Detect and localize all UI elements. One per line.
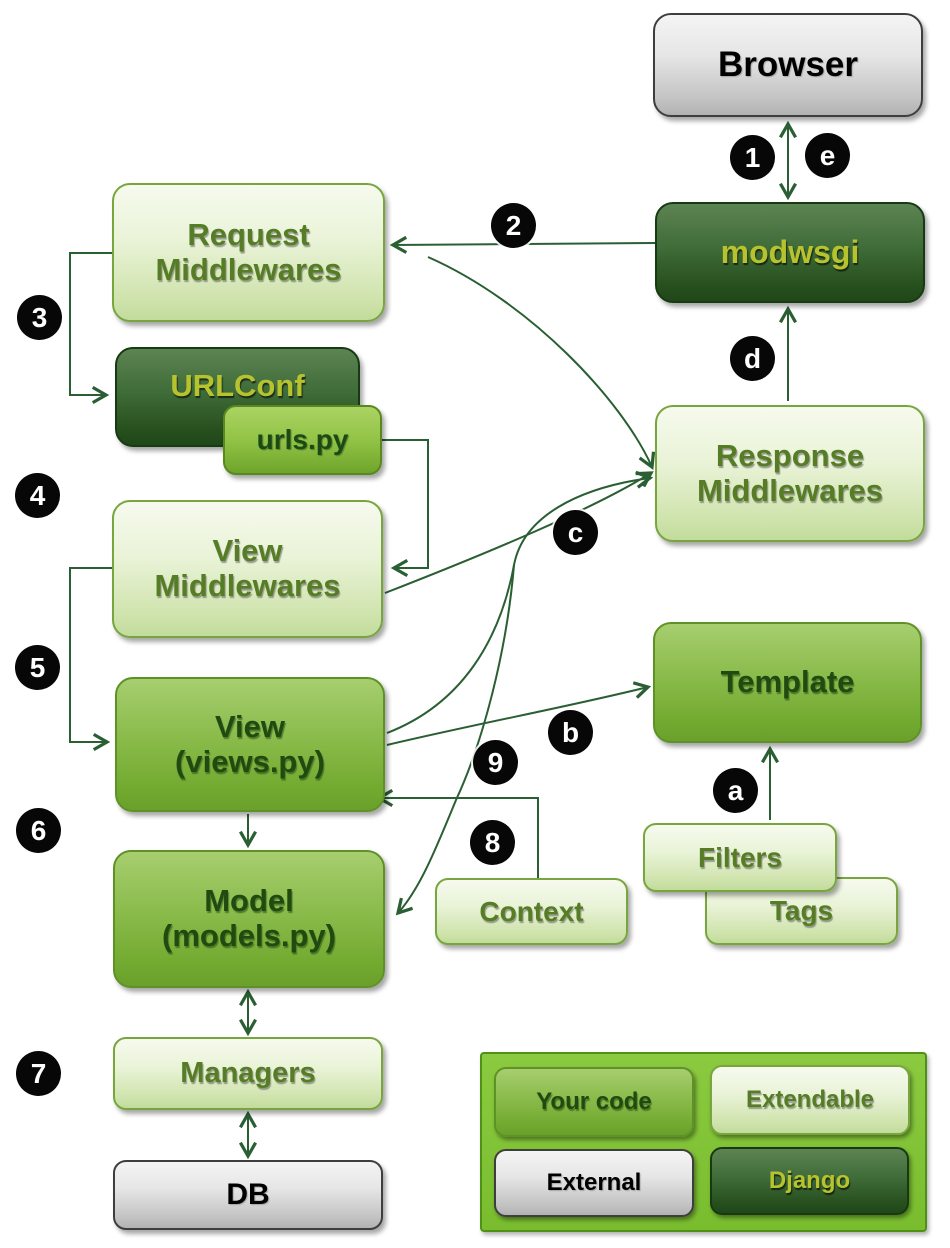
step-badge-2: 2 bbox=[491, 203, 536, 248]
legend-panel: Your code Extendable External Django bbox=[480, 1052, 927, 1232]
node-model: Model (models.py) bbox=[113, 850, 385, 988]
step-badge-1: 1 bbox=[730, 135, 775, 180]
node-urls-py: urls.py bbox=[223, 405, 382, 475]
node-response-middlewares: Response Middlewares bbox=[655, 405, 925, 542]
curve-view-to-template bbox=[386, 681, 652, 746]
arrow-view-middlewares-to-view bbox=[69, 567, 112, 752]
step-badge-a: a bbox=[713, 768, 758, 813]
curve-view-to-response-middlewares bbox=[386, 470, 654, 734]
legend-item-external: External bbox=[494, 1149, 694, 1217]
legend-item-extendable: Extendable bbox=[710, 1065, 910, 1135]
node-managers: Managers bbox=[113, 1037, 383, 1110]
node-template: Template bbox=[653, 622, 922, 743]
step-badge-6: 6 bbox=[16, 808, 61, 853]
step-badge-b: b bbox=[548, 710, 593, 755]
node-modwsgi: modwsgi bbox=[655, 202, 925, 303]
step-badge-9: 9 bbox=[473, 740, 518, 785]
curve-view-middlewares-to-response-middlewares bbox=[384, 471, 654, 594]
legend-item-django: Django bbox=[710, 1147, 909, 1215]
step-badge-4: 4 bbox=[15, 473, 60, 518]
step-badge-e: e bbox=[805, 133, 850, 178]
node-request-middlewares: Request Middlewares bbox=[112, 183, 385, 322]
node-view-middlewares: View Middlewares bbox=[112, 500, 383, 638]
node-context: Context bbox=[435, 878, 628, 945]
node-browser: Browser bbox=[653, 13, 923, 117]
arrow-request-middlewares-to-urlconf bbox=[69, 252, 112, 405]
node-db: DB bbox=[113, 1160, 383, 1230]
step-badge-8: 8 bbox=[470, 820, 515, 865]
curve-request-middlewares-to-response-middlewares bbox=[427, 256, 656, 470]
arrow-context-to-view bbox=[375, 788, 539, 878]
step-badge-7: 7 bbox=[16, 1051, 61, 1096]
node-filters: Filters bbox=[643, 823, 837, 892]
step-badge-d: d bbox=[730, 336, 775, 381]
node-view: View (views.py) bbox=[115, 677, 385, 812]
arrow-urlspy-to-view-middlewares bbox=[382, 439, 429, 578]
step-badge-5: 5 bbox=[15, 645, 60, 690]
legend-item-your-code: Your code bbox=[494, 1067, 694, 1137]
step-badge-3: 3 bbox=[17, 295, 62, 340]
curve-context-to-model bbox=[395, 564, 515, 916]
step-badge-c: c bbox=[553, 510, 598, 555]
